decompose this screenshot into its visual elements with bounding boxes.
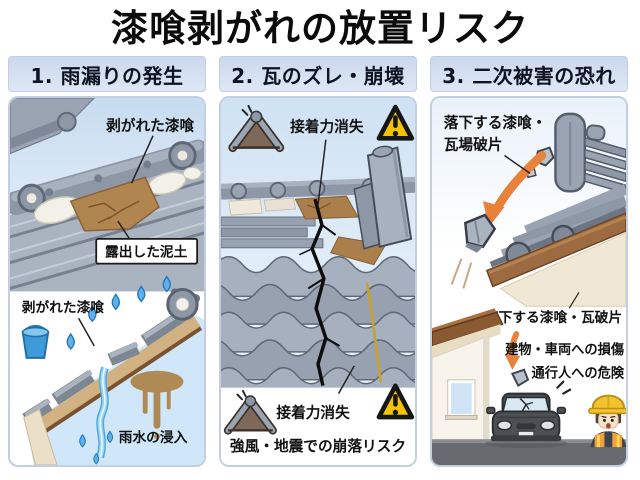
panel-2-header: 2. 瓦のズレ・崩壊 [219,56,417,92]
label-pedestrian-danger: 通行人への危険 [532,365,625,382]
house [432,308,504,446]
label-peeled-plaster-bottom: 剥がれた漆喰 [22,299,104,316]
label-adhesion-loss-top: 接着力消失 [290,118,364,136]
upper-left-roof [10,98,95,155]
road [432,439,626,465]
worker-person [588,394,626,448]
wall-section [23,408,58,465]
leader-line [317,139,327,206]
panel-columns: 1. 雨漏りの発生 [0,56,640,467]
bucket-icon [21,324,50,359]
label-falling-debris-line2: 瓦場破片 [444,135,503,153]
windshield-crack [519,397,534,412]
ridge-closeup-scene: 剥がれた漆喰 露出した泥土 [10,98,204,297]
label-collapse-risk: 強風・地震での崩落リスク [230,437,406,455]
column-rain-leak: 1. 雨漏りの発生 [8,56,206,467]
label-falling-debris-mid: 落下する漆喰・瓦破片 [485,309,622,326]
label-falling-debris-line1: 落下する漆喰・ [444,114,547,132]
wavy-tile-field [221,255,415,409]
leader-line [337,365,355,394]
leader-line [130,135,154,184]
page-title: 漆喰剥がれの放置リスク [111,7,529,50]
leaning-tile-slab [330,145,413,266]
label-exposed-mud: 露出した泥土 [105,244,187,261]
label-rain-intrusion: 雨水の浸入 [119,429,188,446]
column-secondary-damage: 3. 二次被害の恐れ [430,56,628,467]
leader-line [77,317,95,347]
ridge-end-tile [166,287,201,321]
rain-leak-illustration: 剥がれた漆喰 露出した泥土 [10,98,204,465]
panel-3-header: 3. 二次被害の恐れ [430,56,628,92]
cracked-tiles-illustration: 接着力消失 接着力消失 強風・地震での崩落リスク [221,98,415,465]
panel-1-header: 1. 雨漏りの発生 [8,56,206,92]
peeled-plaster-chunks [33,166,202,225]
small-falling-chunk [510,368,530,388]
ridge-band [10,139,204,216]
panel-3: 落下する漆喰・ 瓦場破片 落下する漆喰・瓦破片 建物・車両への損傷 通行人への危… [430,96,628,467]
label-exposed-mud-box: 露出した泥土 [95,220,199,265]
water-stream [96,366,109,459]
ochre-streak [365,282,382,382]
tile-crack [299,198,341,387]
car-icon [484,380,572,449]
panel-1: 剥がれた漆喰 露出した泥土 [8,96,206,467]
label-building-damage: 建物・車両への損傷 [505,341,625,358]
small-orange-arrow-icon [504,331,521,370]
label-peeled-plaster-top: 剥がれた漆喰 [106,117,194,135]
fallen-rock [450,213,497,289]
rain-intrusion-label: 雨水の浸入 [106,429,188,446]
column-tile-collapse: 2. 瓦のズレ・崩壊 [219,56,417,467]
label-adhesion-loss-bottom: 接着力消失 [276,403,350,421]
falling-debris-illustration: 落下する漆喰・ 瓦場破片 落下する漆喰・瓦破片 建物・車両への損傷 通行人への危… [432,98,626,465]
leak-cross-section-scene: 剥がれた漆喰 雨水の浸入 [10,275,204,465]
roof-corner [485,112,626,307]
leader-line [504,154,531,174]
ceiling-stain [130,370,184,440]
leader-line [568,292,580,309]
panel-2: 接着力消失 接着力消失 強風・地震での崩落リスク [219,96,417,467]
